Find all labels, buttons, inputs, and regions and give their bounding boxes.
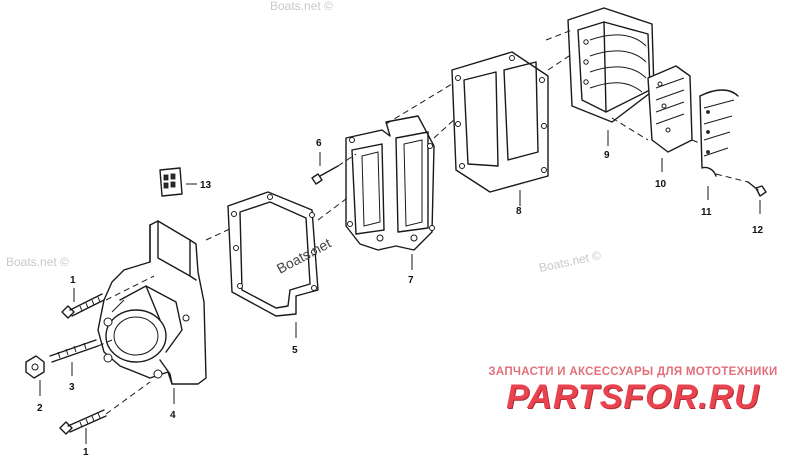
promo-banner: ЗАПЧАСТИ И АКСЕССУАРЫ ДЛЯ МОТОТЕХНИКИ PA…: [478, 366, 788, 416]
callout-1-lower: 1: [83, 447, 89, 458]
part-5-gasket: [227, 191, 319, 338]
part-10-reed-plate: [647, 65, 693, 172]
part-3-stud: [49, 339, 99, 376]
callout-7: 7: [408, 275, 414, 286]
callout-5: 5: [292, 345, 298, 356]
callout-6: 6: [316, 138, 322, 149]
part-2-nut: [25, 355, 45, 396]
promo-logo: PARTSFOR.RU: [506, 378, 760, 416]
watermark-right: Boats.net ©: [538, 248, 603, 275]
callout-2: 2: [37, 403, 43, 414]
watermark-left: Boats.net ©: [6, 255, 69, 269]
assembly-centerlines: [97, 29, 749, 415]
part-1-bolt-upper: [61, 288, 105, 319]
part-8-gasket: [451, 51, 549, 206]
part-7-reed-block: [345, 115, 435, 270]
callout-1-upper: 1: [70, 275, 76, 286]
callout-3: 3: [69, 382, 75, 393]
callout-10: 10: [655, 179, 667, 190]
part-11-reed-stop: [699, 89, 739, 200]
part-13-decal: [159, 167, 197, 197]
part-4-adapter-housing: [97, 220, 207, 404]
part-1-bolt-lower: [59, 409, 107, 444]
callout-8: 8: [516, 206, 522, 217]
callout-11: 11: [701, 207, 712, 218]
callout-12: 12: [752, 225, 764, 236]
promo-caption: ЗАПЧАСТИ И АКСЕССУАРЫ ДЛЯ МОТОТЕХНИКИ: [488, 366, 778, 378]
part-6-screw: [311, 152, 339, 185]
callout-13: 13: [200, 180, 212, 191]
callout-4: 4: [170, 410, 176, 421]
callout-9: 9: [604, 150, 610, 161]
part-9-reed-cage: [567, 7, 655, 146]
part-12-screw: [747, 181, 767, 214]
watermark-top: Boats.net ©: [270, 0, 333, 13]
